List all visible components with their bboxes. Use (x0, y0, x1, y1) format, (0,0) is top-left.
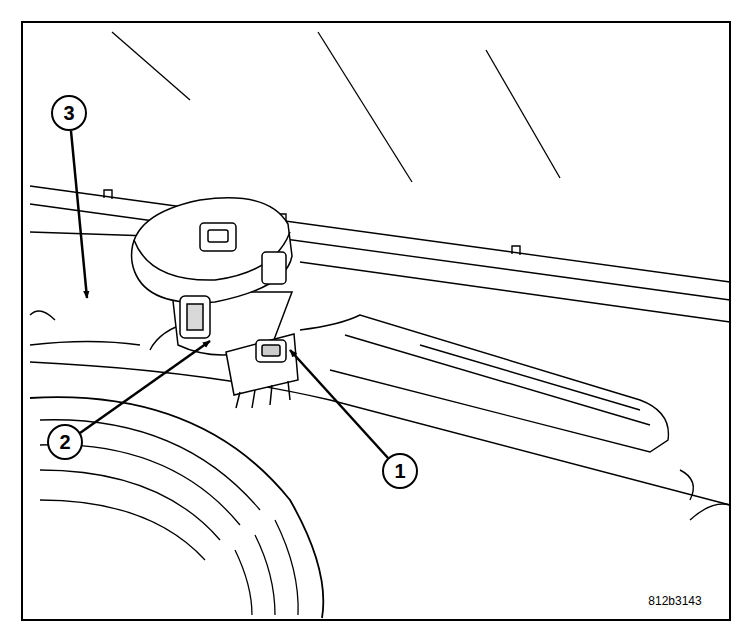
clip-slot (208, 230, 228, 242)
hatching (255, 535, 275, 615)
clip-tab (200, 223, 236, 251)
wheel-rim (30, 397, 323, 618)
reflection-line (318, 32, 412, 182)
latch-shading (262, 345, 280, 356)
dash-edge (690, 504, 730, 520)
reflection-line (112, 32, 190, 100)
hatching (40, 470, 220, 540)
leader-line (71, 131, 87, 298)
vent-edge (345, 335, 650, 425)
connector (226, 334, 298, 395)
clip (104, 190, 112, 199)
callout-circle (383, 454, 417, 488)
windshield-lines (112, 32, 560, 182)
hatching (40, 500, 205, 560)
sensor-cap (132, 198, 292, 303)
callouts (48, 96, 417, 488)
dash-panel (30, 186, 730, 520)
tab-shading (187, 304, 203, 330)
leader-lines (71, 131, 388, 458)
callout-number: 2 (59, 431, 70, 454)
dash-edge (30, 232, 150, 236)
hatching (235, 550, 252, 615)
callout-circle (52, 96, 86, 130)
leader-line (80, 341, 210, 433)
dash-edge (30, 342, 140, 346)
defroster-vent (300, 315, 668, 452)
figure-id: 812b3143 (648, 594, 701, 608)
hatching (40, 420, 260, 510)
wires (236, 381, 290, 408)
connector-latch (256, 340, 286, 362)
sensor-body (172, 292, 292, 355)
hatching (275, 520, 298, 615)
vent-edge (420, 345, 640, 410)
dash-edge (300, 262, 730, 322)
callout-number: 3 (63, 102, 74, 125)
steering-wheel (30, 397, 323, 618)
clip-tab (262, 252, 286, 284)
sensor (132, 198, 298, 408)
dash-edge (30, 311, 55, 320)
retaining-tab (180, 296, 210, 338)
frame (22, 22, 730, 620)
leader-line (290, 350, 388, 458)
dash-edge (680, 470, 693, 500)
reflection-line (486, 50, 560, 178)
callout-circle (48, 425, 82, 459)
clip (512, 246, 520, 255)
callout-number: 1 (394, 460, 405, 483)
